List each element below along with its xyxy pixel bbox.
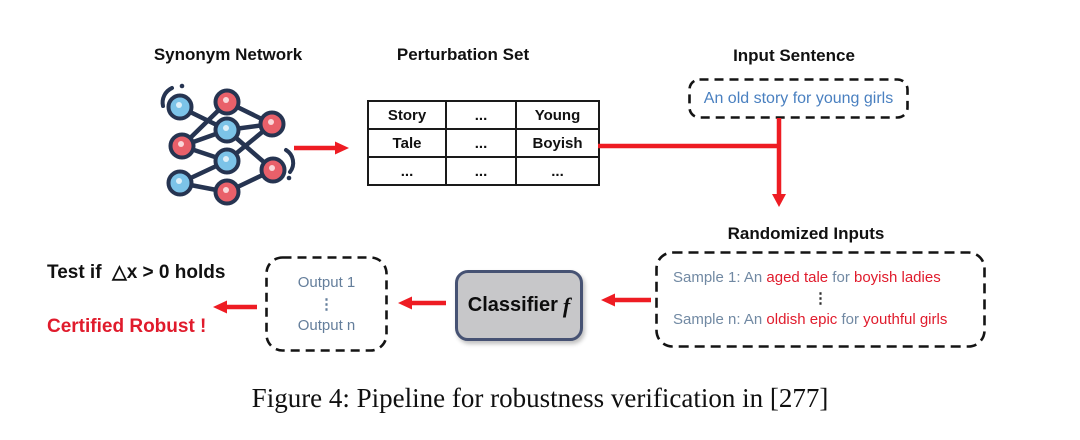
arrow-randomized-to-classifier bbox=[601, 293, 651, 307]
table-cell: Boyish bbox=[515, 128, 600, 158]
dashed-border bbox=[688, 78, 909, 119]
table-row: Story ... Young bbox=[367, 100, 600, 130]
sample-text-segment: Sample 1: An bbox=[673, 269, 767, 286]
accent-arc-top-left bbox=[160, 86, 174, 108]
dashed-border bbox=[265, 256, 388, 352]
sample-text-segment: for bbox=[828, 269, 854, 286]
table-cell: ... bbox=[367, 156, 447, 186]
table-cell: Story bbox=[367, 100, 447, 130]
outputs-ellipsis: ⋮ bbox=[319, 296, 334, 313]
table-cell: ... bbox=[445, 100, 517, 130]
input-sentence-box: An old story for young girls bbox=[688, 78, 909, 119]
randomized-inputs-title: Randomized Inputs bbox=[727, 224, 885, 243]
sample-text-segment: Sample n: An bbox=[673, 311, 767, 328]
sample-perturbed-word: oldish epic bbox=[766, 311, 838, 328]
sample-perturbed-word: aged tale bbox=[766, 269, 829, 286]
table-cell: ... bbox=[515, 156, 600, 186]
node-highlights bbox=[176, 97, 275, 193]
classifier-box: Classifier f bbox=[455, 270, 583, 341]
connector-table-and-input-to-randomized bbox=[598, 118, 786, 207]
perturbation-table: Story ... Young Tale ... Boyish ... ... … bbox=[367, 100, 600, 186]
arrow-outputs-to-result bbox=[213, 300, 257, 314]
table-cell: Tale bbox=[367, 128, 447, 158]
synonym-network-icon bbox=[160, 83, 296, 206]
table-row: ... ... ... bbox=[367, 156, 600, 186]
sample-1-line: Sample 1: An aged tale for boyish ladies bbox=[673, 269, 941, 286]
sample-perturbed-word: youthful girls bbox=[863, 311, 948, 328]
output-1-label: Output 1 bbox=[297, 274, 356, 291]
accent-dot-top-left bbox=[179, 83, 185, 89]
figure-caption: Figure 4: Pipeline for robustness verifi… bbox=[251, 383, 829, 413]
table-cell: Young bbox=[515, 100, 600, 130]
sample-perturbed-word: boyish ladies bbox=[853, 269, 941, 286]
sample-text-segment: for bbox=[837, 311, 864, 328]
table-cell: ... bbox=[445, 156, 517, 186]
sample-n-line: Sample n: An oldish epic for youthful gi… bbox=[673, 311, 947, 328]
table-row: Tale ... Boyish bbox=[367, 128, 600, 158]
classifier-label: Classifier bbox=[467, 294, 558, 316]
accent-dot-bottom-right bbox=[286, 175, 292, 181]
samples-ellipsis: ⋮ bbox=[813, 290, 828, 307]
certified-robust-text: Certified Robust ! bbox=[47, 316, 207, 337]
dashed-border bbox=[655, 251, 986, 348]
outputs-box: Output 1 ⋮ Output n bbox=[265, 256, 388, 352]
input-sentence-title: Input Sentence bbox=[733, 46, 855, 65]
output-n-label: Output n bbox=[297, 317, 356, 334]
arrow-classifier-to-outputs bbox=[398, 296, 446, 310]
accent-arc-bottom-right bbox=[284, 148, 296, 174]
randomized-inputs-box: Sample 1: An aged tale for boyish ladies… bbox=[655, 251, 986, 348]
perturbation-set-title: Perturbation Set bbox=[396, 45, 530, 64]
test-condition-text: Test if △x > 0 holds bbox=[47, 262, 226, 283]
classifier-f-symbol: f bbox=[562, 292, 571, 318]
table-cell: ... bbox=[445, 128, 517, 158]
input-sentence-text: An old story for young girls bbox=[703, 89, 894, 107]
synonym-network-title: Synonym Network bbox=[153, 45, 303, 64]
